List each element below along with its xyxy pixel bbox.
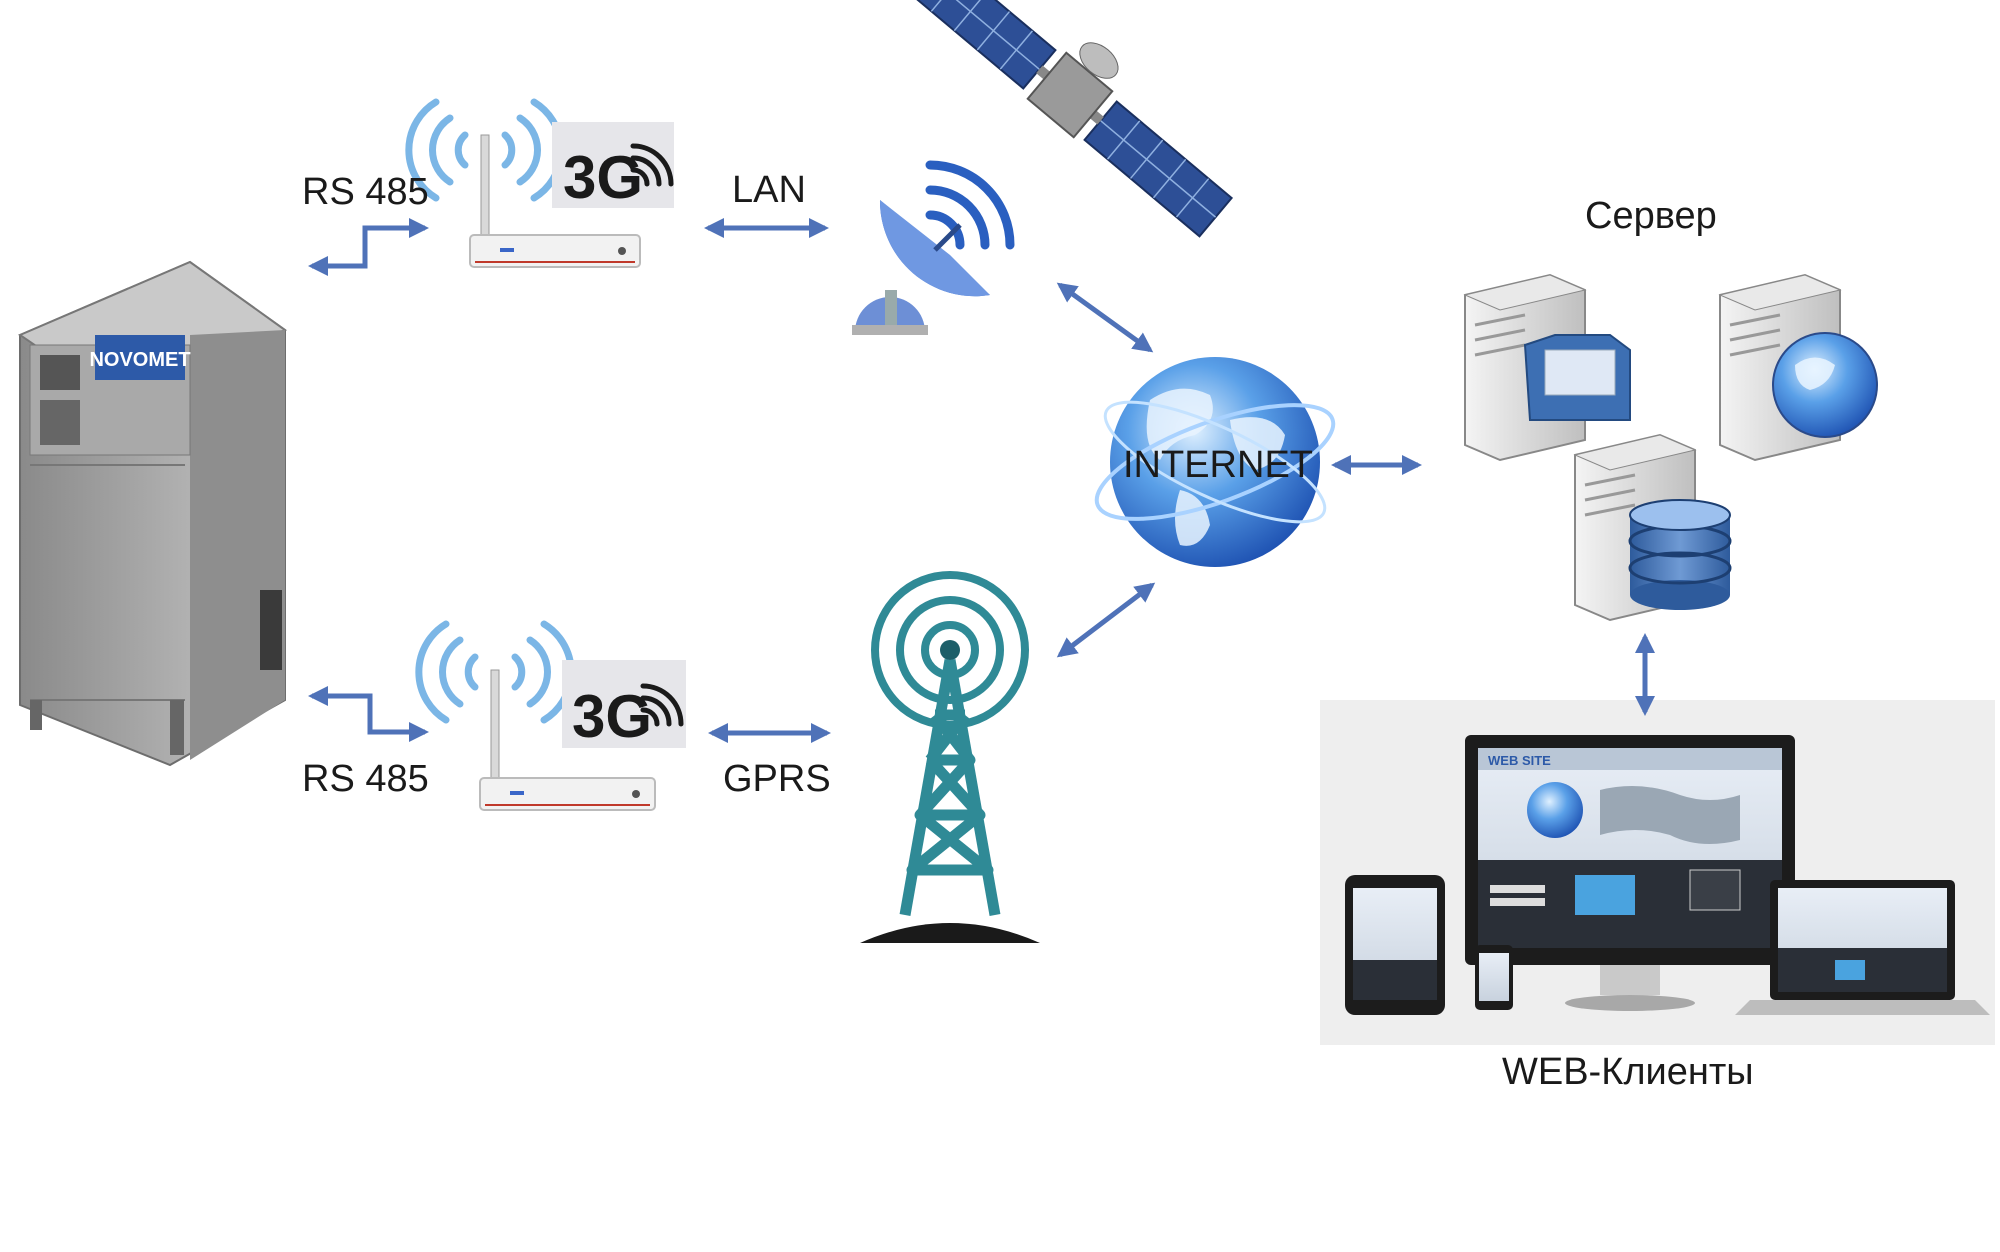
router-3g-icon-bottom: 3G: [415, 620, 686, 811]
arrow-rs485-bottom: [308, 686, 429, 742]
connection-arrows: [308, 218, 1655, 743]
label-web-clients: WEB-Клиенты: [1502, 1051, 1754, 1093]
modem-badge-top: 3G: [563, 144, 643, 211]
web-devices-icon: WEB SITE: [1320, 700, 1995, 1045]
internet-globe-icon: [1094, 357, 1336, 567]
brand-plate: [95, 335, 185, 380]
server-icon-3: [1573, 433, 1732, 622]
router-3g-icon-top: 3G: [405, 98, 674, 268]
server-icon-2: [1718, 273, 1878, 462]
label-internet: INTERNET: [1123, 444, 1313, 486]
cell-tower-icon: [860, 571, 1040, 943]
database-icon: [1628, 499, 1732, 610]
modem-badge-bottom: 3G: [572, 683, 652, 750]
arrow-dish-internet: [1056, 282, 1154, 353]
arrow-rs485-top: [308, 218, 429, 276]
label-gprs: GPRS: [723, 758, 831, 800]
cabinet-brand: NOVOMET: [89, 349, 190, 371]
satellite-icon: [906, 0, 1234, 238]
globe-icon: [1772, 332, 1878, 438]
label-server: Сервер: [1585, 195, 1717, 237]
label-rs485-bottom: RS 485: [302, 758, 429, 800]
arrow-tower-internet: [1056, 582, 1156, 658]
control-cabinet-icon: NOVOMET: [17, 260, 288, 767]
website-logo: WEB SITE: [1488, 753, 1551, 768]
label-lan: LAN: [732, 169, 806, 211]
satellite-dish-icon: [852, 160, 1015, 335]
server-icon-1: [1463, 273, 1631, 462]
label-rs485-top: RS 485: [302, 171, 429, 213]
